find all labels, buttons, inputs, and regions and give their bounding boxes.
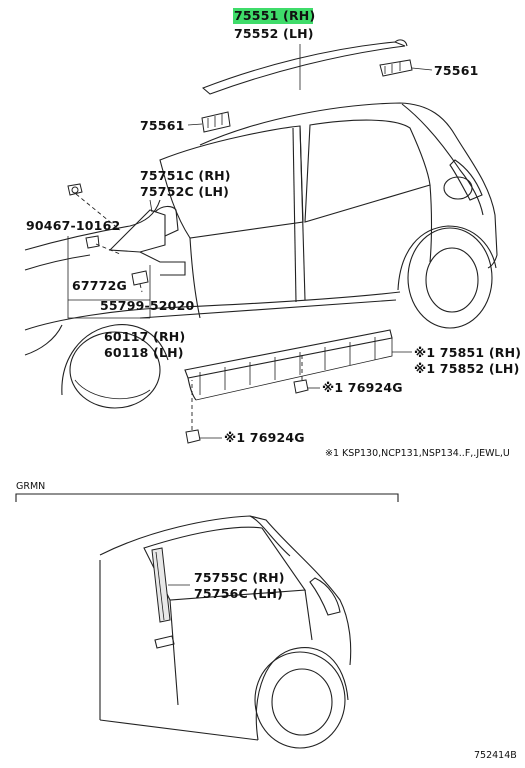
label-55799: 55799-52020 bbox=[100, 298, 194, 313]
roof-molding bbox=[202, 39, 408, 95]
footnote: ※1 KSP130,NCP131,NSP134..F,.JEWL,U bbox=[325, 448, 510, 459]
nut-76924g-lower bbox=[185, 429, 201, 444]
label-grmn: GRMN bbox=[16, 481, 45, 492]
leader-lines-top bbox=[67, 44, 433, 439]
label-90467: 90467-10162 bbox=[26, 218, 120, 233]
label-75561-left: 75561 bbox=[140, 118, 185, 133]
label-60118: 60118 (LH) bbox=[104, 345, 184, 360]
clip-67772g bbox=[85, 235, 100, 249]
figure-number: 752414B bbox=[474, 750, 517, 761]
label-75552: 75552 (LH) bbox=[234, 26, 314, 41]
label-75852: ※1 75852 (LH) bbox=[414, 361, 520, 376]
label-67772g: 67772G bbox=[72, 278, 127, 293]
nut-76924g-upper bbox=[293, 379, 309, 394]
label-75755c: 75755C (RH) bbox=[194, 570, 285, 585]
car-body-grmn bbox=[99, 515, 352, 749]
roof-clip-right bbox=[379, 59, 413, 77]
label-75752c: 75752C (LH) bbox=[140, 184, 229, 199]
label-75851: ※1 75851 (RH) bbox=[414, 345, 521, 360]
label-60117: 60117 (RH) bbox=[104, 329, 185, 344]
label-76924g-lower: ※1 76924G bbox=[224, 430, 305, 445]
grmn-bracket bbox=[15, 493, 399, 502]
label-75756c: 75756C (LH) bbox=[194, 586, 283, 601]
roof-clip-left bbox=[201, 111, 231, 133]
label-76924g-upper: ※1 76924G bbox=[322, 380, 403, 395]
car-body-top bbox=[24, 102, 498, 409]
label-75751c: 75751C (RH) bbox=[140, 168, 231, 183]
label-75551: 75551 (RH) bbox=[234, 8, 315, 23]
clip-55799 bbox=[131, 270, 149, 286]
pillar-garnish bbox=[151, 547, 171, 623]
highlight-75551 bbox=[233, 8, 313, 24]
clip-90467 bbox=[67, 183, 83, 196]
label-75561-right: 75561 bbox=[434, 63, 479, 78]
